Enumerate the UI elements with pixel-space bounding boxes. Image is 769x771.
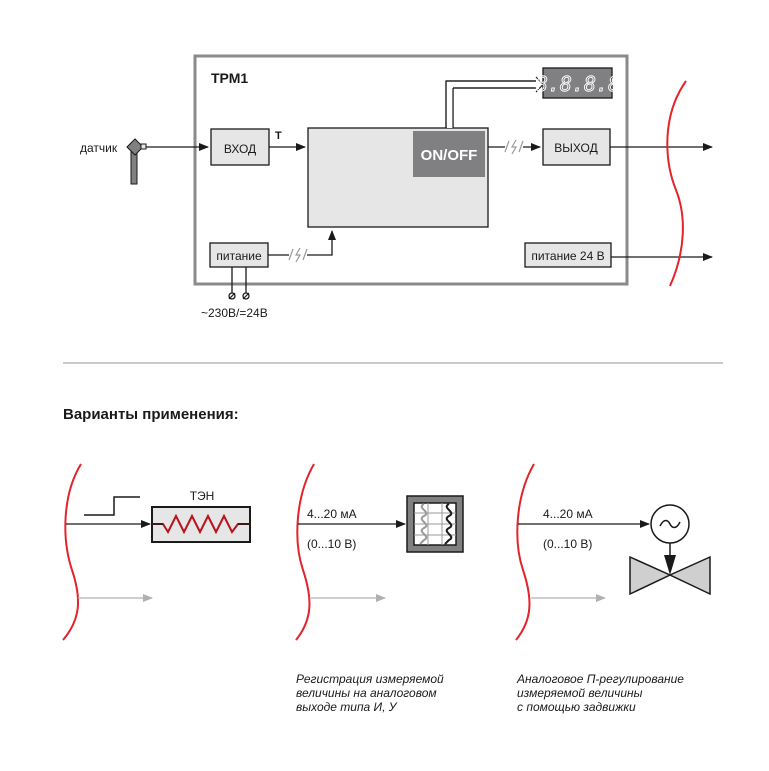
signal-voltage-label: (0...10 В) — [543, 537, 592, 551]
break-line — [515, 463, 535, 641]
on-off-label: ON/OFF — [421, 147, 478, 164]
sensor-label: датчик — [80, 141, 118, 155]
display-bus-arrow — [445, 76, 544, 128]
break-line — [295, 463, 315, 641]
power-block: питание — [209, 242, 269, 268]
power-terminals — [228, 267, 250, 300]
variant-valve: 4...20 мА (0...10 В) Аналоговое П-регули… — [515, 463, 711, 714]
signal-t-label: Т — [275, 130, 282, 142]
led-display: 8.8.8.8 — [535, 67, 621, 99]
power-label: питание — [216, 249, 262, 263]
power-link — [268, 230, 336, 263]
sensor-icon — [126, 138, 147, 185]
break-line — [666, 80, 687, 287]
on-off-block: ON/OFF — [413, 131, 485, 177]
heater-label: ТЭН — [190, 489, 215, 503]
power24-label: питание 24 В — [531, 249, 604, 263]
input-label: ВХОД — [224, 142, 256, 156]
variant-heater: ТЭН — [62, 463, 251, 641]
section-title: Варианты применения: — [63, 406, 239, 423]
device-frame — [193, 54, 629, 286]
recorder-caption: Регистрация измеряемой величины на анало… — [296, 672, 447, 714]
power24-block: питание 24 В — [524, 242, 612, 268]
output-block: ВЫХОД — [542, 128, 611, 166]
valve-caption: Аналоговое П-регулирование измеряемой ве… — [516, 672, 687, 714]
variant-recorder: 4...20 мА (0...10 В) Регистрация измеряе… — [295, 463, 464, 714]
valve-icon — [629, 555, 711, 596]
supply-voltage-label: ~230В/=24В — [201, 306, 268, 320]
signal-voltage-label: (0...10 В) — [307, 537, 356, 551]
signal-current-label: 4...20 мА — [543, 507, 593, 521]
step-signal-icon — [84, 496, 140, 516]
recorder-icon — [406, 495, 464, 553]
device-title: ТРМ1 — [211, 70, 248, 86]
relay-link — [488, 139, 541, 155]
input-block: ВХОД — [210, 128, 270, 166]
signal-current-label: 4...20 мА — [307, 507, 357, 521]
display-digits: 8.8.8.8 — [536, 72, 620, 96]
heater-icon — [151, 506, 251, 543]
output-label: ВЫХОД — [554, 141, 597, 155]
break-line — [62, 463, 82, 641]
actuator-icon — [650, 504, 690, 575]
